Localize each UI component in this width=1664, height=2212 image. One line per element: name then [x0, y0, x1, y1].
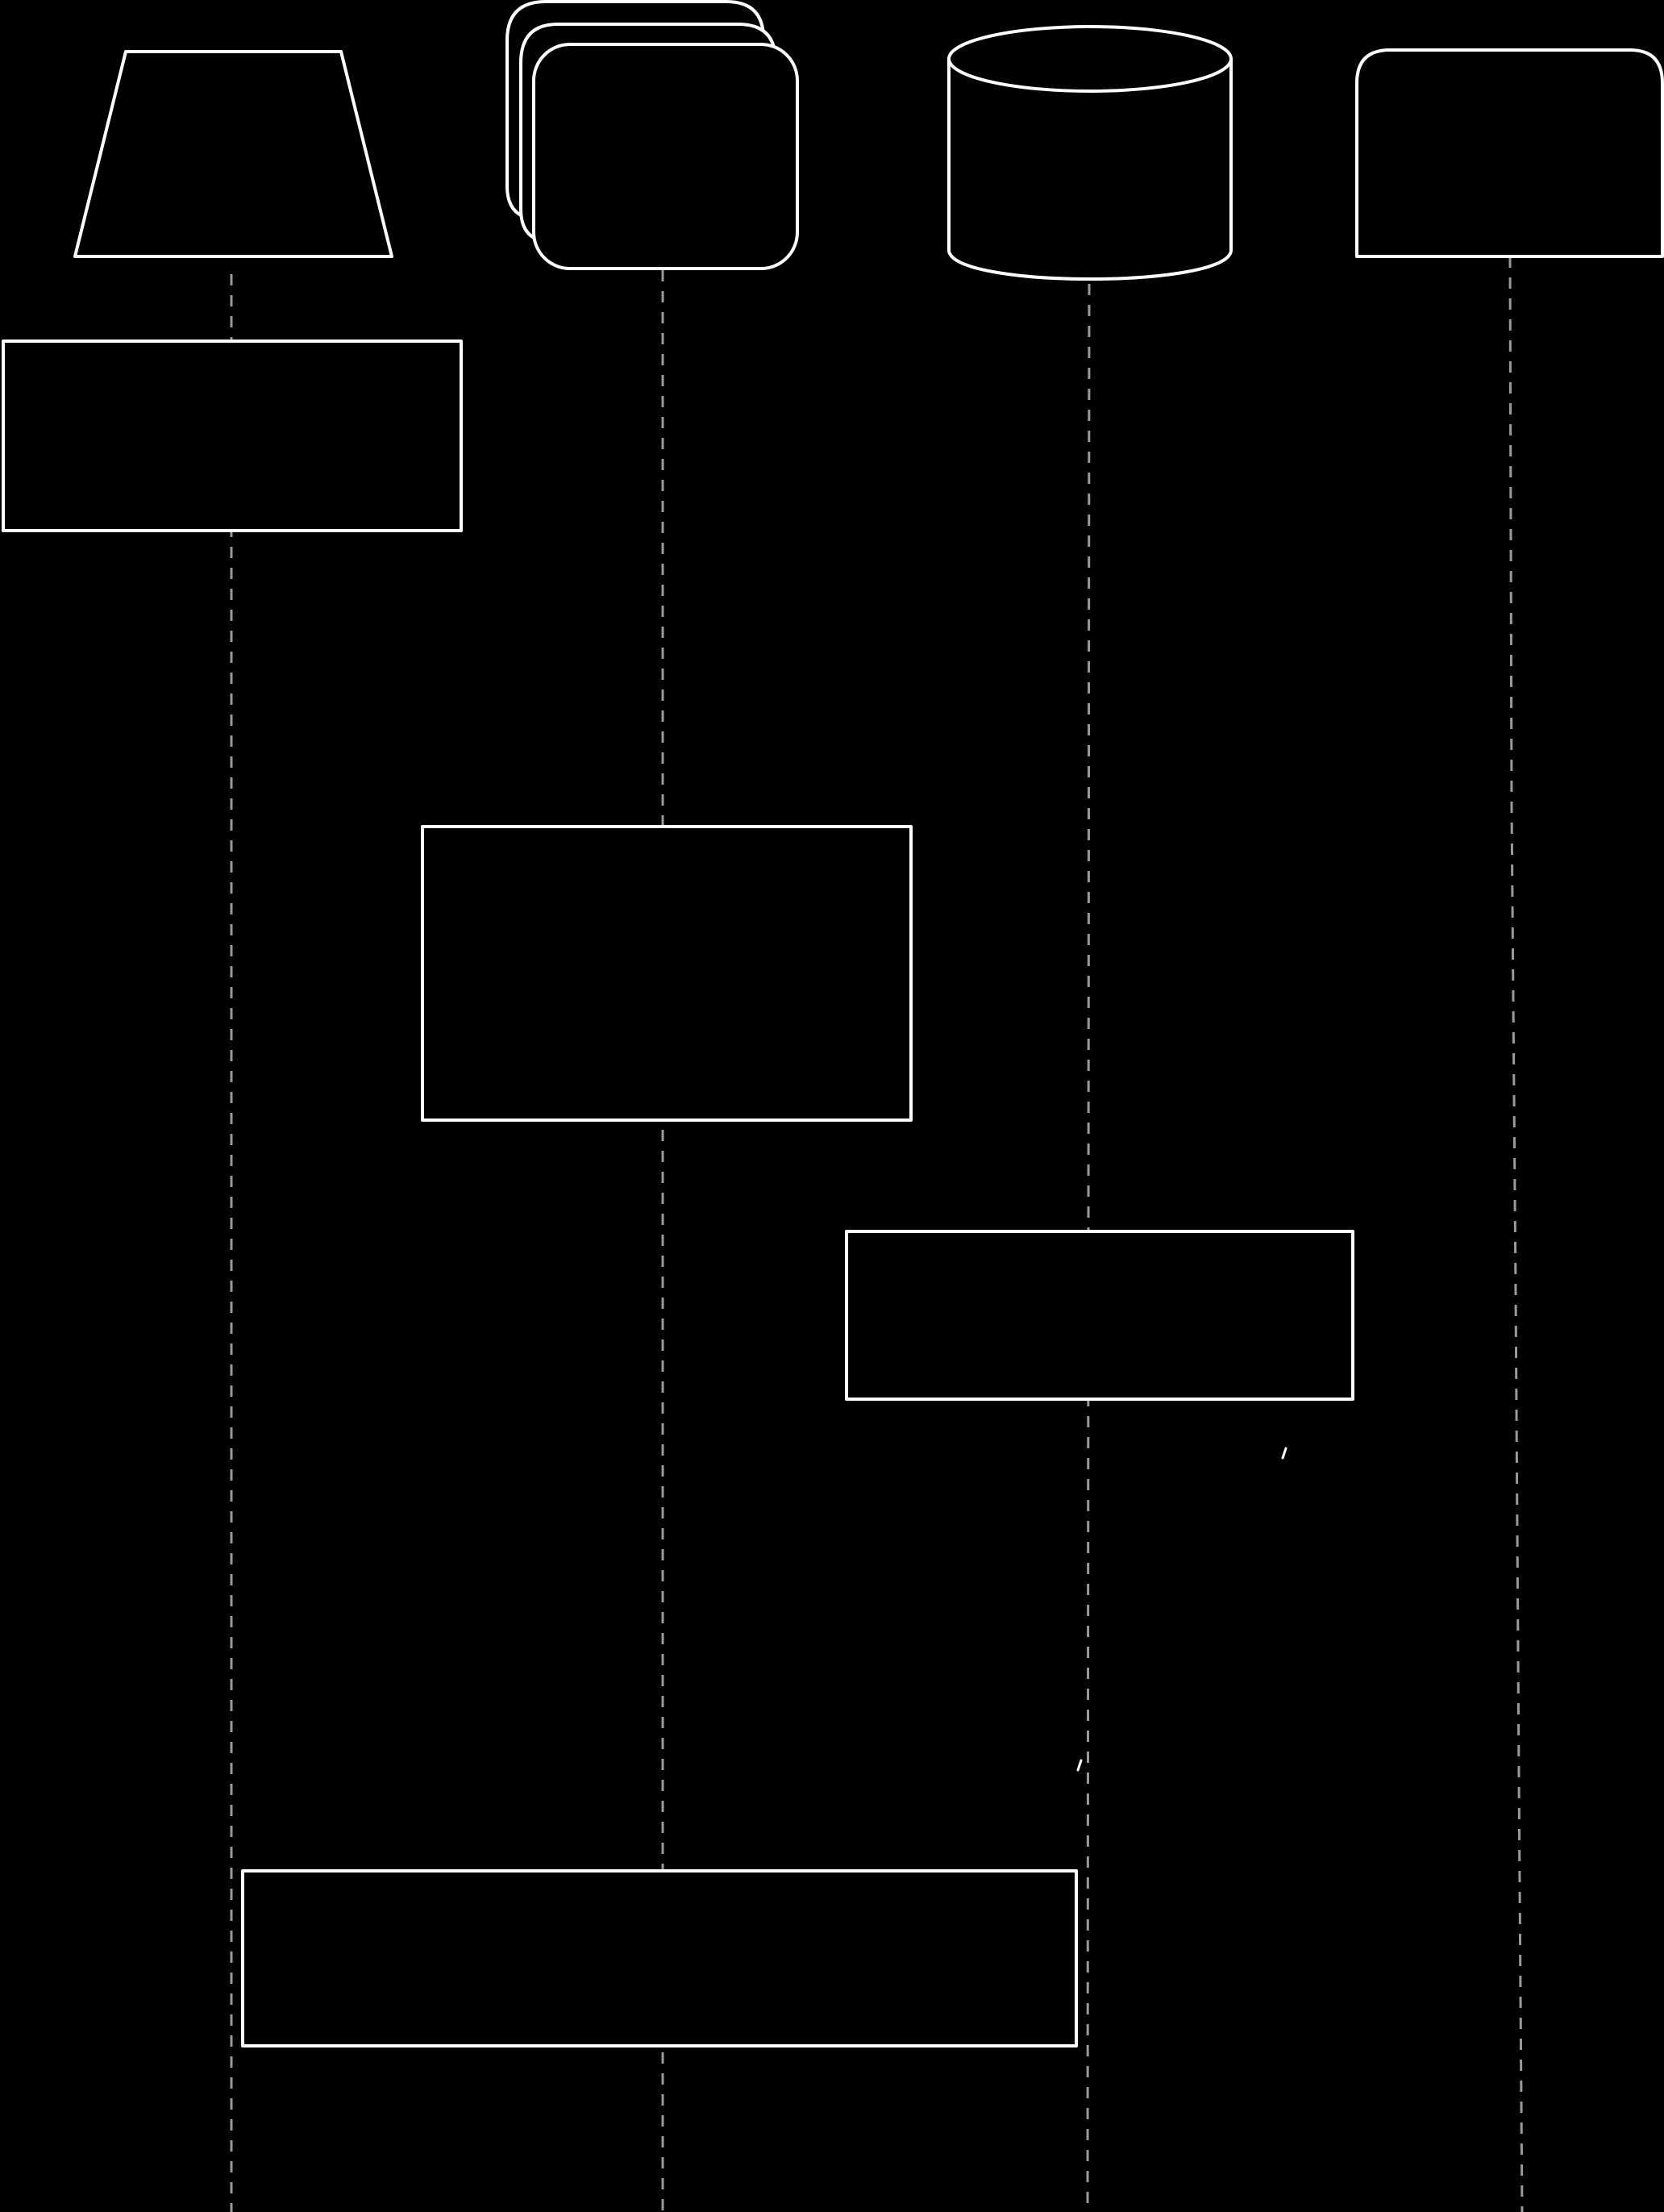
activation-rect	[421, 825, 913, 1122]
trapezoid-shape	[73, 50, 393, 258]
activation-rect	[241, 1869, 1078, 2047]
tick-mark	[1281, 1447, 1288, 1460]
participant-database[interactable]	[947, 25, 1233, 281]
lifeline-3	[1086, 283, 1091, 2212]
activation-box-4[interactable]	[241, 1869, 1078, 2047]
cylinder-top	[947, 25, 1233, 93]
stack-front-layer	[532, 43, 799, 270]
participant-multi-document[interactable]	[505, 0, 799, 270]
rounded-box-shape	[1355, 48, 1664, 258]
participant-trapezoid[interactable]	[73, 50, 393, 258]
tick-mark	[1076, 1759, 1083, 1772]
activation-box-3[interactable]	[845, 1230, 1354, 1401]
activation-rect	[845, 1230, 1354, 1401]
activation-rect	[2, 340, 463, 532]
participant-rounded-box[interactable]	[1355, 48, 1664, 258]
activation-box-1[interactable]	[2, 340, 463, 532]
activation-box-2[interactable]	[421, 825, 913, 1122]
cylinder-body	[947, 59, 1233, 281]
lifeline-4	[1508, 256, 1524, 2212]
